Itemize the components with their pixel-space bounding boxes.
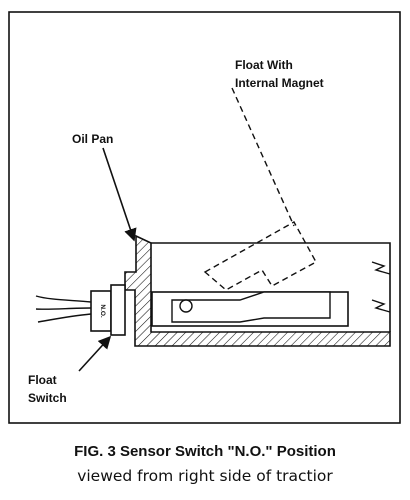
break-mark-icon — [371, 261, 391, 275]
connector-mark: N.O. — [99, 304, 106, 318]
break-mark-icon — [371, 299, 391, 313]
float-switch-leader — [78, 335, 112, 372]
connector-flange — [110, 284, 126, 336]
oil-pan-wall — [124, 234, 391, 347]
switch-wire — [35, 307, 92, 310]
switch-wire — [37, 313, 92, 323]
sensor-arm — [171, 291, 331, 323]
figure-caption-title: FIG. 3 Sensor Switch "N.O." Position — [74, 443, 336, 460]
float-with-magnet — [203, 221, 317, 291]
figure-caption-subtitle: viewed from right side of tractior — [77, 467, 333, 485]
oil-pan-label: Oil Pan — [72, 132, 113, 146]
float-switch-label-line1: Float — [28, 373, 57, 387]
oil-pan-outline — [151, 242, 391, 332]
oil-pan-leader — [102, 147, 137, 242]
float-label-line1: Float With — [235, 58, 293, 72]
pivot-icon — [179, 299, 193, 313]
float-leader-line — [231, 87, 295, 227]
float-switch-label-line2: Switch — [28, 391, 67, 405]
switch-wire — [35, 295, 92, 303]
figure-frame — [8, 11, 401, 424]
float-label-line2: Internal Magnet — [235, 76, 324, 90]
